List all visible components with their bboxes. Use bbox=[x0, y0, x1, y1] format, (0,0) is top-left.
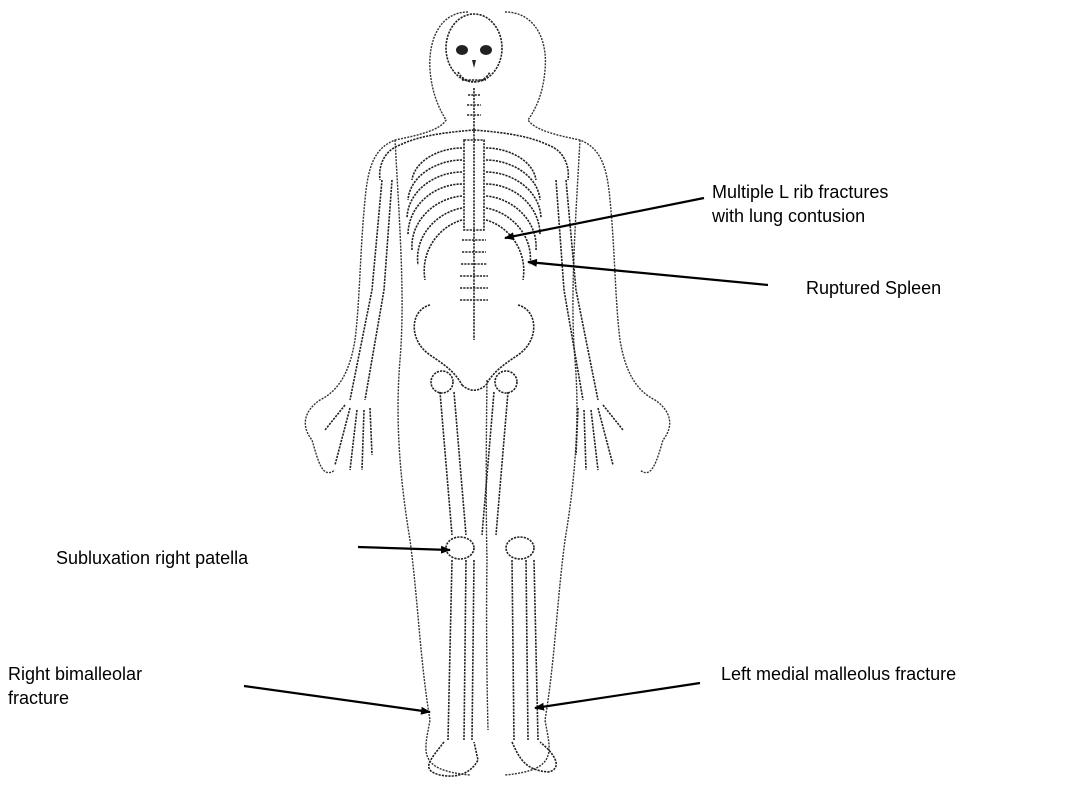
arrow-medial-malleolus bbox=[535, 683, 700, 708]
skull bbox=[446, 14, 502, 82]
label-medial-malleolus-fracture: Left medial malleolus fracture bbox=[721, 662, 956, 686]
arrow-ribs bbox=[505, 198, 704, 238]
arrow-bimalleolar bbox=[244, 686, 430, 712]
body-outline bbox=[305, 12, 669, 775]
arrow-spleen bbox=[528, 262, 768, 285]
label-ruptured-spleen: Ruptured Spleen bbox=[806, 276, 941, 300]
label-line: fracture bbox=[8, 686, 142, 710]
label-patella-subluxation: Subluxation right patella bbox=[56, 546, 248, 570]
label-line: Multiple L rib fractures bbox=[712, 180, 888, 204]
arrow-patella bbox=[358, 547, 450, 550]
feet bbox=[429, 742, 556, 776]
pelvis bbox=[414, 305, 534, 393]
label-bimalleolar-fracture: Right bimalleolar fracture bbox=[8, 662, 142, 710]
legs bbox=[440, 392, 538, 740]
label-line: Ruptured Spleen bbox=[806, 276, 941, 300]
label-line: Subluxation right patella bbox=[56, 546, 248, 570]
label-line: with lung contusion bbox=[712, 204, 888, 228]
label-line: Right bimalleolar bbox=[8, 662, 142, 686]
label-line: Left medial malleolus fracture bbox=[721, 662, 956, 686]
label-rib-fractures: Multiple L rib fractures with lung contu… bbox=[712, 180, 888, 228]
